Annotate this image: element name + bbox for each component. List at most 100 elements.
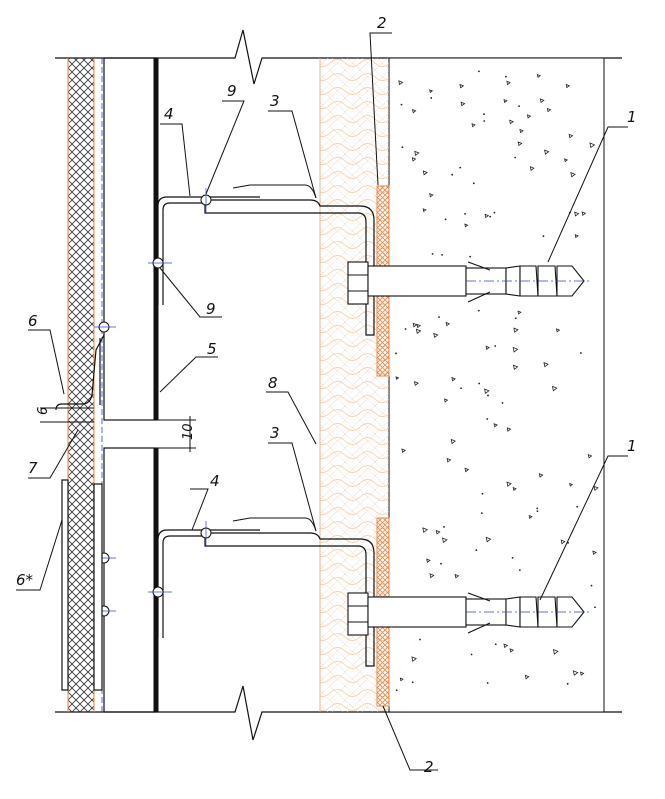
- aggregate-mark: [539, 98, 545, 104]
- callout-2-upper: 2: [377, 14, 387, 32]
- aggregate-mark: [552, 648, 559, 655]
- facade-cladding: [67, 58, 95, 712]
- aggregate-mark: [526, 114, 532, 119]
- aggregate-mark: [581, 211, 587, 216]
- aggregate-dot: [441, 253, 443, 256]
- aggregate-dot: [536, 510, 539, 513]
- rivet-profile-lower: [148, 586, 172, 598]
- aggregate-dot: [404, 328, 407, 330]
- aggregate-mark: [512, 487, 517, 492]
- callout-6: 6: [28, 312, 38, 330]
- aggregate-mark: [485, 345, 490, 350]
- aggregate-mark: [433, 332, 439, 339]
- aggregate-mark: [444, 398, 449, 403]
- aggregate-mark: [544, 149, 550, 155]
- aggregate-mark: [538, 473, 544, 478]
- aggregate-dot: [470, 653, 473, 656]
- aggregate-mark: [529, 166, 535, 171]
- aggregate-mark: [517, 310, 522, 315]
- vertical-profile-lower: [103, 447, 159, 713]
- callout-5: 5: [207, 340, 217, 358]
- anchor-upper: [347, 261, 590, 305]
- aggregate-mark: [471, 123, 476, 128]
- aggregate-mark: [512, 364, 519, 371]
- aggregate-dot: [395, 352, 397, 355]
- aggregate-dot: [401, 146, 404, 149]
- aggregate-dot: [478, 382, 481, 385]
- aggregate-mark: [551, 385, 558, 392]
- aggregate-dot: [514, 317, 517, 320]
- aggregate-dot: [486, 418, 489, 420]
- aggregate-mark: [415, 328, 422, 335]
- aggregate-mark: [413, 381, 419, 386]
- aggregate-mark: [484, 388, 490, 395]
- aggregate-dot: [501, 402, 504, 404]
- aggregate-mark: [569, 482, 574, 487]
- aggregate-mark: [451, 376, 456, 382]
- aggregate-mark: [574, 211, 580, 217]
- aggregate-mark: [506, 427, 512, 432]
- aggregate-mark: [572, 670, 579, 676]
- aggregate-dot: [459, 166, 462, 169]
- callout-4-upper: 4: [164, 105, 174, 123]
- callout-9-upper: 9: [227, 82, 237, 100]
- aggregate-dot: [566, 682, 569, 685]
- aggregate-mark: [565, 83, 571, 89]
- aggregate-dot: [511, 556, 514, 559]
- aggregate-dot: [514, 156, 517, 159]
- callout-7: 7: [28, 459, 38, 477]
- aggregate-mark: [506, 80, 511, 86]
- aggregate-mark: [422, 170, 428, 176]
- aggregate-mark: [412, 108, 417, 114]
- leader-lines: [16, 32, 628, 771]
- aggregate-dot: [504, 75, 507, 78]
- dimension-6: 6: [36, 407, 51, 415]
- aggregate-mark: [536, 73, 541, 79]
- aggregate-mark: [460, 101, 466, 107]
- aggregate-mark: [414, 150, 420, 157]
- aggregate-dot: [487, 394, 489, 397]
- aggregate-dot: [451, 173, 454, 176]
- aggregate-mark: [589, 142, 596, 149]
- aggregate-mark: [454, 573, 460, 579]
- aggregate-mark: [412, 322, 418, 328]
- aggregate-dot: [536, 507, 539, 510]
- callout-9-lower: 9: [206, 300, 216, 318]
- aggregate-mark: [395, 376, 400, 381]
- aggregate-dot: [489, 215, 492, 218]
- aggregate-mark: [513, 327, 519, 333]
- aggregate-mark: [506, 481, 512, 487]
- cladding-plate-lower: [61, 479, 103, 691]
- aggregate-mark: [564, 158, 569, 163]
- aggregate-mark: [401, 448, 406, 454]
- aggregate-mark: [517, 141, 523, 147]
- callout-6-star: 6*: [16, 571, 34, 589]
- aggregate-mark: [555, 328, 561, 333]
- aggregate-mark: [509, 648, 514, 653]
- aggregate-mark: [422, 527, 429, 534]
- aggregate-mark: [429, 193, 434, 198]
- aggregate-dot: [464, 212, 466, 215]
- aggregate-mark: [429, 89, 434, 94]
- aggregate-mark: [411, 656, 418, 662]
- aggregate-mark: [484, 213, 490, 219]
- aggregate-mark: [426, 558, 431, 563]
- aggregate-dot: [419, 638, 421, 641]
- aggregate-dot: [542, 235, 545, 238]
- cladding-clip: [55, 334, 105, 411]
- aggregate-dot: [475, 549, 478, 552]
- aggregate-mark: [450, 438, 456, 445]
- callout-1-lower: 1: [627, 437, 637, 455]
- rivet-bracket-lower: [200, 521, 212, 547]
- aggregate-dot: [480, 512, 483, 515]
- aggregate-dot: [444, 218, 447, 221]
- aggregate-mark: [524, 674, 530, 680]
- aggregate-dot: [518, 105, 521, 108]
- aggregate-mark: [593, 485, 599, 491]
- concrete-aggregate: [395, 70, 599, 692]
- aggregate-dot: [483, 113, 485, 116]
- aggregate-mark: [503, 98, 508, 104]
- aggregate-dot: [493, 211, 496, 214]
- aggregate-mark: [509, 119, 514, 125]
